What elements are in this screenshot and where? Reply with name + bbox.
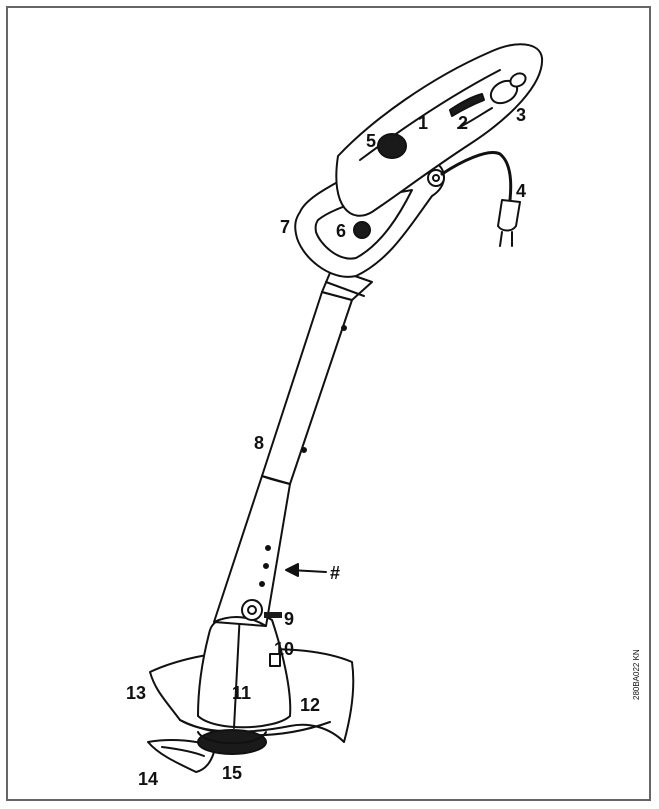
shaft [261, 291, 353, 485]
power-cable [440, 151, 513, 202]
lock-button [377, 133, 407, 159]
label-13: 13 [126, 683, 147, 703]
figure-code: 280BA022 KN [632, 649, 641, 700]
label-5: 5 [366, 131, 377, 151]
arrow-head [285, 563, 299, 577]
label-6: 6 [336, 221, 347, 241]
vent-grid [269, 653, 281, 667]
label-11: 11 [232, 683, 252, 703]
label-7: 7 [280, 217, 291, 237]
label-hash: # [330, 563, 341, 583]
label-14: 14 [138, 769, 159, 789]
label-10: 10 [274, 639, 295, 659]
rear-grip [335, 43, 544, 217]
label-12: 12 [300, 695, 321, 715]
motor-housing [197, 611, 292, 729]
figure-frame [6, 6, 651, 801]
label-15: 15 [222, 763, 243, 783]
label-9: 9 [284, 609, 295, 629]
spool-head [197, 729, 267, 755]
plug [497, 199, 521, 232]
adjust-button [353, 221, 371, 239]
label-3: 3 [516, 105, 527, 125]
label-2: 2 [458, 113, 469, 133]
label-8: 8 [254, 433, 265, 453]
label-1: 1 [418, 113, 429, 133]
switch-lever [449, 93, 485, 117]
label-4: 4 [516, 181, 527, 201]
